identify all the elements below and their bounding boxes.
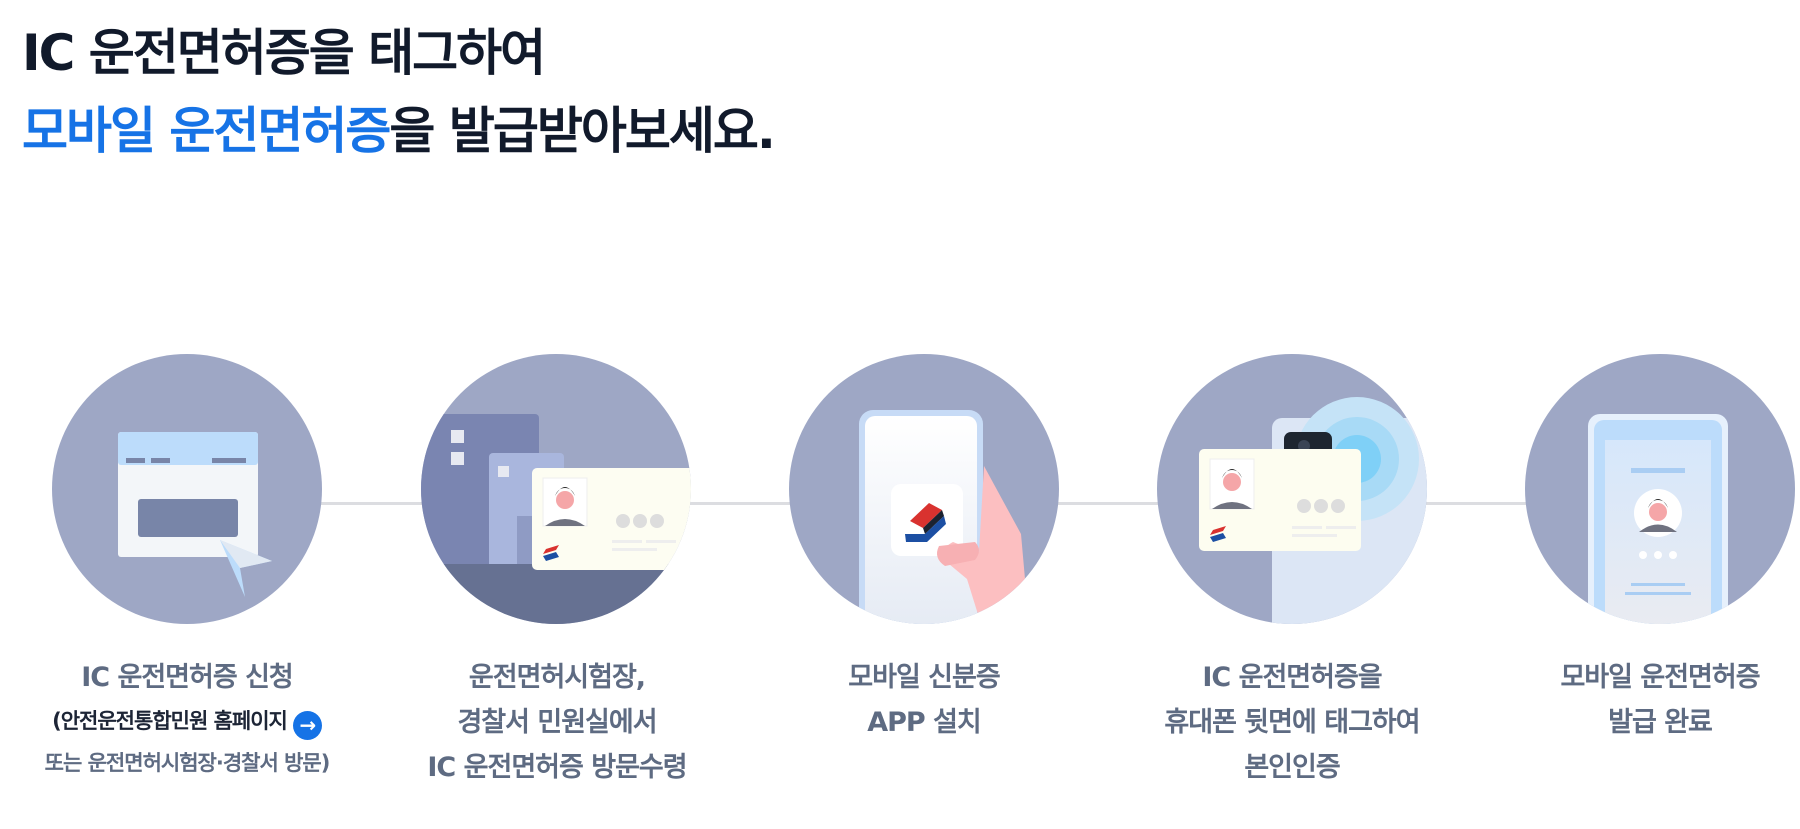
step-4	[1157, 354, 1427, 624]
page-headline: IC 운전면허증을 태그하여 모바일 운전면허증을 발급받아보세요.	[22, 14, 776, 170]
step-4-line-1: IC 운전면허증을	[1202, 662, 1382, 693]
step-5-caption: 모바일 운전면허증 발급 완료	[1470, 655, 1800, 745]
step-3	[789, 354, 1059, 624]
step-1	[52, 354, 322, 624]
step-3-line-2: APP 설치	[867, 707, 982, 738]
step-2-caption: 운전면허시험장, 경찰서 민원실에서 IC 운전면허증 방문수령	[367, 655, 747, 790]
police-station-id-card-icon	[421, 354, 691, 624]
step-4-caption: IC 운전면허증을 휴대폰 뒷면에 태그하여 본인인증	[1102, 655, 1482, 790]
card-tag-phone-nfc-icon	[1157, 354, 1427, 624]
step-2-line-2: 경찰서 민원실에서	[457, 707, 657, 738]
step-3-caption: 모바일 신분증 APP 설치	[734, 655, 1114, 745]
step-1-link-row: (안전운전통합민원 홈페이지→	[0, 700, 374, 742]
homepage-link[interactable]: (안전운전통합민원 홈페이지	[52, 709, 288, 733]
step-5-line-2: 발급 완료	[1608, 707, 1713, 738]
headline-accent: 모바일 운전면허증	[22, 102, 391, 160]
step-1-caption: IC 운전면허증 신청 (안전운전통합민원 홈페이지→ 또는 운전면허시험장·경…	[0, 655, 374, 784]
phone-app-install-icon	[789, 354, 1059, 624]
step-2-line-3: IC 운전면허증 방문수령	[427, 752, 687, 783]
step-2-line-1: 운전면허시험장,	[468, 662, 646, 693]
step-5-line-1: 모바일 운전면허증	[1560, 662, 1760, 693]
headline-line-1: IC 운전면허증을 태그하여	[22, 24, 546, 82]
step-4-line-3: 본인인증	[1244, 752, 1340, 783]
step-5	[1525, 354, 1795, 624]
mobile-license-complete-icon	[1525, 354, 1795, 624]
headline-line-2: 모바일 운전면허증을 발급받아보세요.	[22, 92, 776, 170]
browser-window-click-icon	[52, 354, 322, 624]
step-1-note: 또는 운전면허시험장·경찰서 방문)	[44, 751, 331, 775]
step-1-title: IC 운전면허증 신청	[81, 662, 294, 693]
headline-rest: 을 발급받아보세요.	[389, 102, 775, 160]
step-3-line-1: 모바일 신분증	[848, 662, 1000, 693]
arrow-right-icon[interactable]: →	[292, 711, 322, 740]
step-4-line-2: 휴대폰 뒷면에 태그하여	[1164, 707, 1420, 738]
step-2	[421, 354, 691, 624]
